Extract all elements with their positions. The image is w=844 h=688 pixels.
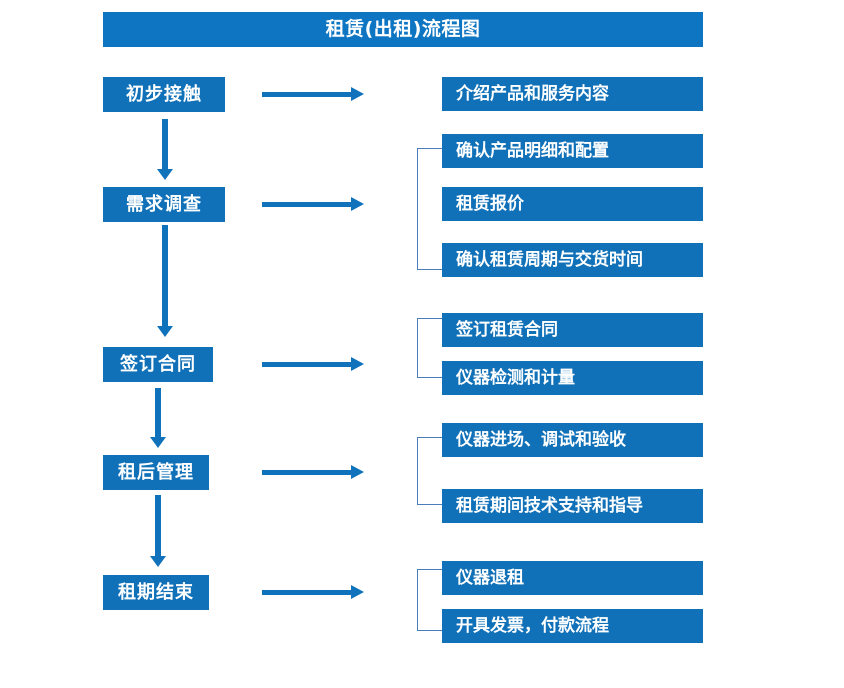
bracket-stub-bottom xyxy=(417,630,442,631)
detail-label-1: 介绍产品和服务内容 xyxy=(456,83,609,104)
vertical-arrow-head xyxy=(157,169,173,180)
stage-label-4: 租后管理 xyxy=(118,461,194,483)
detail-label-4: 确认租赁周期与交货时间 xyxy=(456,249,643,270)
group-bracket-contract xyxy=(417,318,442,378)
stage-label-5: 租期结束 xyxy=(118,581,194,603)
bracket-stub-bottom xyxy=(417,269,442,270)
group-bracket-needs xyxy=(417,148,442,270)
vertical-arrow-shaft xyxy=(155,495,161,556)
detail-label-5: 签订租赁合同 xyxy=(456,319,558,340)
horizontal-arrow-shaft xyxy=(262,470,352,475)
chart-title: 租赁(出租)流程图 xyxy=(325,18,481,40)
horizontal-arrow-head xyxy=(351,357,364,371)
vertical-arrow-1 xyxy=(157,119,173,180)
stage-box-3[interactable]: 签订合同 xyxy=(103,347,213,382)
horizontal-arrow-head xyxy=(351,197,364,211)
horizontal-arrow-head xyxy=(351,465,364,479)
bracket-stub-top xyxy=(417,318,442,319)
detail-label-9: 仪器退租 xyxy=(456,567,524,588)
bracket-stub-bottom xyxy=(417,504,442,505)
horizontal-arrow-1 xyxy=(262,87,364,101)
bracket-stub-top xyxy=(417,148,442,149)
horizontal-arrow-3 xyxy=(262,357,364,371)
detail-box-4[interactable]: 确认租赁周期与交货时间 xyxy=(442,243,703,277)
vertical-arrow-2 xyxy=(157,225,173,337)
horizontal-arrow-4 xyxy=(262,465,364,479)
stage-label-1: 初步接触 xyxy=(126,83,202,105)
detail-label-6: 仪器检测和计量 xyxy=(456,367,575,388)
bracket-stub-bottom xyxy=(417,377,442,378)
vertical-arrow-shaft xyxy=(162,119,168,169)
vertical-arrow-head xyxy=(157,326,173,337)
detail-box-7[interactable]: 仪器进场、调试和验收 xyxy=(442,423,703,457)
chart-title-bar: 租赁(出租)流程图 xyxy=(103,12,703,47)
horizontal-arrow-head xyxy=(351,87,364,101)
detail-box-10[interactable]: 开具发票，付款流程 xyxy=(442,609,703,643)
detail-box-8[interactable]: 租赁期间技术支持和指导 xyxy=(442,489,703,523)
horizontal-arrow-shaft xyxy=(262,92,352,97)
stage-box-2[interactable]: 需求调查 xyxy=(103,187,225,222)
bracket-spine xyxy=(417,437,418,505)
horizontal-arrow-shaft xyxy=(262,202,352,207)
stage-label-3: 签订合同 xyxy=(120,353,196,375)
horizontal-arrow-head xyxy=(351,585,364,599)
detail-label-2: 确认产品明细和配置 xyxy=(456,140,609,161)
horizontal-arrow-shaft xyxy=(262,590,352,595)
vertical-arrow-shaft xyxy=(162,225,168,326)
vertical-arrow-head xyxy=(150,556,166,567)
bracket-stub-top xyxy=(417,569,442,570)
stage-box-1[interactable]: 初步接触 xyxy=(103,77,225,112)
detail-box-9[interactable]: 仪器退租 xyxy=(442,561,703,595)
horizontal-arrow-2 xyxy=(262,197,364,211)
horizontal-arrow-shaft xyxy=(262,362,352,367)
stage-box-5[interactable]: 租期结束 xyxy=(103,575,209,610)
bracket-spine xyxy=(417,318,418,378)
detail-box-5[interactable]: 签订租赁合同 xyxy=(442,313,703,347)
vertical-arrow-4 xyxy=(150,495,166,567)
detail-box-3[interactable]: 租赁报价 xyxy=(442,187,703,221)
detail-box-1[interactable]: 介绍产品和服务内容 xyxy=(442,77,703,111)
detail-label-3: 租赁报价 xyxy=(456,193,524,214)
detail-label-10: 开具发票，付款流程 xyxy=(456,615,609,636)
stage-box-4[interactable]: 租后管理 xyxy=(103,455,209,490)
detail-label-8: 租赁期间技术支持和指导 xyxy=(456,495,643,516)
detail-box-2[interactable]: 确认产品明细和配置 xyxy=(442,134,703,168)
detail-label-7: 仪器进场、调试和验收 xyxy=(456,429,626,450)
bracket-stub-top xyxy=(417,437,442,438)
vertical-arrow-3 xyxy=(150,388,166,448)
stage-label-2: 需求调查 xyxy=(126,193,202,215)
bracket-spine xyxy=(417,569,418,631)
group-bracket-end xyxy=(417,569,442,631)
bracket-spine xyxy=(417,148,418,270)
group-bracket-management xyxy=(417,437,442,505)
detail-box-6[interactable]: 仪器检测和计量 xyxy=(442,361,703,395)
vertical-arrow-head xyxy=(150,437,166,448)
horizontal-arrow-5 xyxy=(262,585,364,599)
vertical-arrow-shaft xyxy=(155,388,161,437)
